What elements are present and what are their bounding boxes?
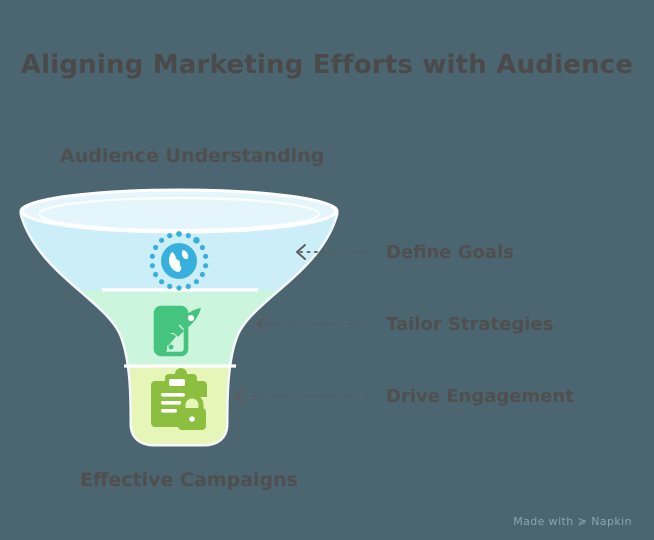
funnel-band-middle [22,290,336,366]
funnel-rim-outline [20,188,338,234]
leader-arrow-3 [234,388,244,404]
globe-network-icon [149,231,209,291]
mobile-rocket-launch-icon [153,305,201,357]
napkin-logo-icon: ≽ [577,515,588,528]
leader-arrow-2 [256,316,266,332]
funnel-bottom-label: Effective Campaigns [80,469,298,491]
watermark: Made with ≽ Napkin [513,515,632,528]
page-title: Aligning Marketing Efforts with Audience [20,50,634,80]
stage-label-drive-engagement: Drive Engagement [386,386,574,407]
funnel-outline [22,195,336,444]
stage-label-tailor-strategies: Tailor Strategies [386,314,554,335]
leader-arrow-1 [296,244,306,260]
watermark-prefix: Made with [513,515,574,528]
stage-label-define-goals: Define Goals [386,242,514,263]
clipboard-lock-icon [151,368,207,430]
funnel-rim-inner [22,190,336,232]
funnel-band-bottom [22,366,336,444]
funnel-band-top [22,200,336,290]
funnel-top-label: Audience Understanding [60,145,325,167]
funnel-rim-inner-edge [37,196,321,232]
watermark-brand: Napkin [591,515,632,528]
